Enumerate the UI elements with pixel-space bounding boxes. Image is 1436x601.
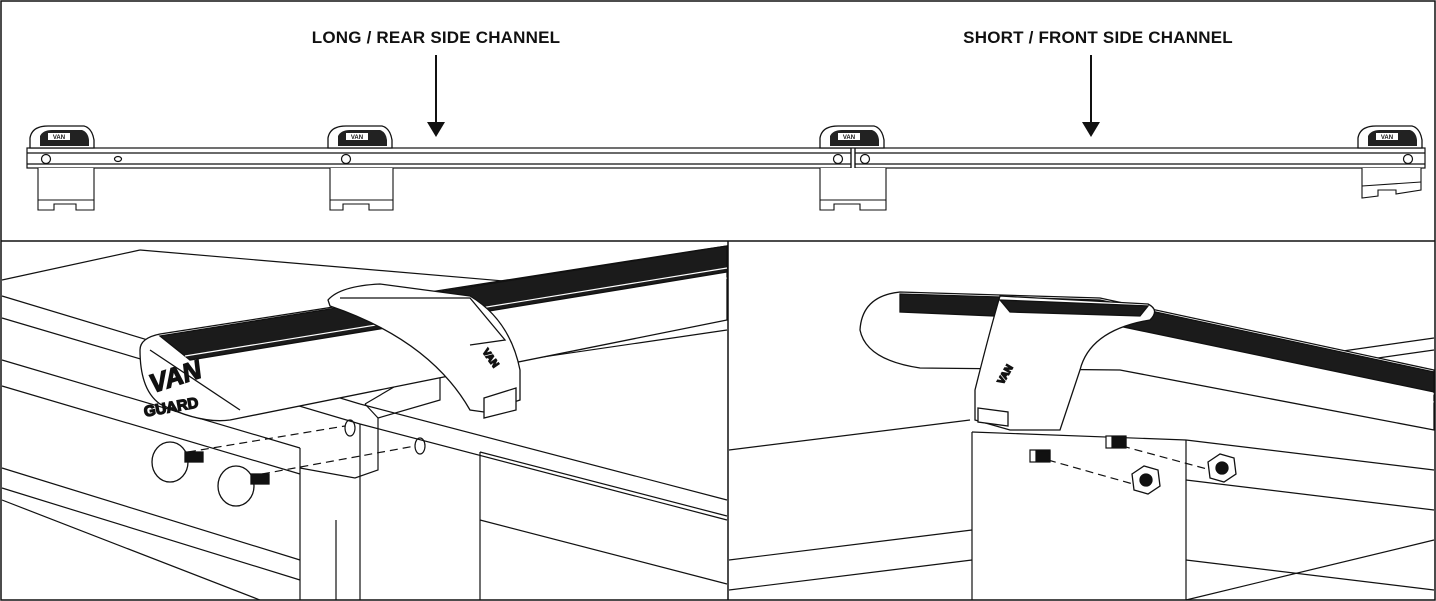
label-long-rear-channel: LONG / REAR SIDE CHANNEL: [311, 28, 561, 47]
bolt-stud-1: [1029, 449, 1051, 463]
label-short-front-channel: SHORT / FRONT SIDE CHANNEL: [963, 28, 1233, 47]
right-rail-foot: VAN: [974, 295, 1156, 431]
foot-logo-2: VAN: [351, 135, 363, 141]
left-rail-foot: VAN: [327, 283, 521, 419]
bolt-stud-2: [1105, 435, 1127, 449]
rail-foot-3: VAN: [819, 125, 885, 149]
foot-logo-4: VAN: [1381, 135, 1393, 141]
carriage-bolt-2: [217, 465, 270, 507]
short-front-channel: [854, 147, 1426, 172]
arrow-short-front: [1082, 55, 1100, 137]
rail-foot-1: VAN: [29, 125, 95, 149]
foot-logo-3: VAN: [843, 135, 855, 141]
carriage-bolt-1: [151, 441, 204, 483]
rail-foot-4: VAN: [1357, 125, 1423, 149]
rail-foot-2: VAN: [327, 125, 393, 149]
channel-brackets: [37, 168, 1422, 211]
long-rear-channel: [26, 147, 852, 172]
flange-nut-2: [1207, 453, 1237, 483]
flange-nut-1: [1131, 465, 1161, 495]
foot-logo-1: VAN: [53, 135, 65, 141]
arrow-long-rear: [427, 55, 445, 137]
